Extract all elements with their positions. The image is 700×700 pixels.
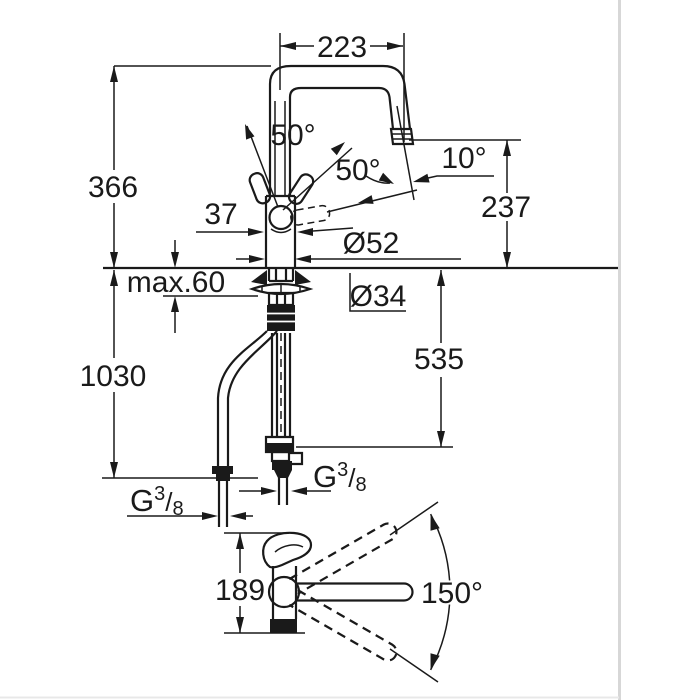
pivot-under-curve bbox=[270, 228, 292, 234]
angle-150-label: 150° bbox=[421, 577, 483, 610]
angle-handle-50-right: 50° bbox=[326, 154, 418, 213]
dim-223-label: 223 bbox=[317, 31, 367, 64]
hose-curve bbox=[216, 330, 278, 466]
mixer-body bbox=[248, 172, 331, 268]
dim-366-label: 366 bbox=[88, 171, 138, 204]
clamp-wedges bbox=[251, 270, 311, 285]
thread-right-label: G3/8 bbox=[313, 459, 367, 496]
angle-10-arrow bbox=[413, 173, 430, 183]
dim-reach-223: 223 bbox=[279, 31, 405, 142]
spout-plan-dashed-upper bbox=[288, 522, 398, 595]
angle-valve-dark-section bbox=[272, 461, 292, 478]
base-plate-dark bbox=[270, 619, 297, 633]
angle-handle-50-left: 50° bbox=[245, 119, 353, 211]
lever-plan-outline bbox=[262, 531, 313, 569]
angle-swivel-150: 150° bbox=[389, 501, 483, 683]
supply-tubes bbox=[264, 333, 304, 505]
spout-outer-line bbox=[268, 64, 412, 196]
angle-150-arrows bbox=[430, 514, 440, 670]
angle-50-right-arrows bbox=[358, 172, 394, 204]
dim-535-label: 535 bbox=[414, 343, 464, 376]
angle-outlet-10: 10° bbox=[413, 142, 494, 183]
angle-50-left-arrows bbox=[245, 124, 345, 156]
dim-37-lines bbox=[196, 227, 354, 233]
angle-50-right-label: 50° bbox=[335, 154, 380, 187]
dim-height-366: 366 bbox=[88, 65, 271, 268]
thread-grooves bbox=[267, 312, 295, 323]
dimensions: 223 366 50° 50° 10° 237 bbox=[80, 31, 531, 520]
angle-50-right-arc bbox=[365, 175, 391, 184]
thread-left-label: G3/8 bbox=[130, 483, 184, 520]
angle-50-left-legs bbox=[246, 125, 353, 211]
angle-10-label: 10° bbox=[441, 142, 486, 175]
handle-pivot-circle bbox=[268, 204, 294, 231]
riser-wall-lines bbox=[274, 101, 286, 196]
thread-size-left: G3/8 bbox=[127, 483, 253, 520]
dim-hose-1030: 1030 bbox=[80, 270, 258, 479]
hose-fitting-top bbox=[212, 466, 233, 474]
pull-out-hose bbox=[212, 330, 278, 527]
dim-237-label: 237 bbox=[481, 191, 531, 224]
angle-50-left-label: 50° bbox=[270, 119, 315, 152]
spout-plan-solid bbox=[295, 582, 414, 602]
spout-outline bbox=[268, 64, 415, 201]
escutcheon-and-shank bbox=[248, 268, 314, 331]
spout-plan-dashed-lower bbox=[288, 589, 398, 662]
max-60-arrows bbox=[171, 252, 179, 312]
rim-ticks bbox=[261, 283, 301, 293]
plan-view: 189 150° bbox=[215, 501, 483, 683]
dim-223-extension-lines bbox=[279, 33, 405, 142]
thread-right-arrows bbox=[261, 487, 307, 495]
dim-189-label: 189 bbox=[215, 574, 265, 607]
angle-150-legs bbox=[389, 501, 439, 683]
dia-34-bracket bbox=[349, 273, 406, 312]
dim-base-189: 189 bbox=[215, 532, 305, 634]
dia-52-label: Ø52 bbox=[343, 227, 400, 260]
dim-hole-dia-34: Ø34 bbox=[349, 273, 407, 313]
dim-37-label: 37 bbox=[204, 198, 237, 231]
dim-body-dia-52: Ø52 bbox=[236, 227, 461, 263]
max-60-label: max.60 bbox=[127, 266, 225, 299]
dim-supply-535: 535 bbox=[296, 270, 464, 448]
tube-fitting-band bbox=[266, 443, 293, 452]
page-borders bbox=[0, 0, 621, 700]
dim-37: 37 bbox=[196, 198, 354, 236]
hose-tail bbox=[217, 481, 229, 527]
valve-outlet-tube bbox=[277, 478, 289, 505]
dia-52-arrows bbox=[249, 255, 311, 263]
supply-tube-pair bbox=[270, 333, 292, 437]
angle-10-leader bbox=[427, 175, 494, 179]
plan-faucet bbox=[262, 522, 414, 662]
spout-inner-line bbox=[288, 86, 395, 196]
mounting-nut bbox=[267, 268, 295, 283]
thread-left-arrows bbox=[202, 512, 246, 520]
body-plan-lines bbox=[271, 566, 298, 619]
threaded-shank bbox=[267, 305, 295, 331]
dim-deck-max-60: max.60 bbox=[127, 240, 258, 333]
thread-size-right: G3/8 bbox=[239, 459, 367, 496]
dim-outlet-height-237: 237 bbox=[409, 139, 531, 268]
dim-1030-label: 1030 bbox=[80, 360, 147, 393]
outlet-axis-reference-line bbox=[396, 105, 415, 201]
lever-plan-inner-line bbox=[274, 544, 304, 553]
dia-34-label: Ø34 bbox=[350, 280, 407, 313]
handle-position-left bbox=[248, 172, 272, 205]
dim-37-arrows bbox=[248, 228, 313, 236]
